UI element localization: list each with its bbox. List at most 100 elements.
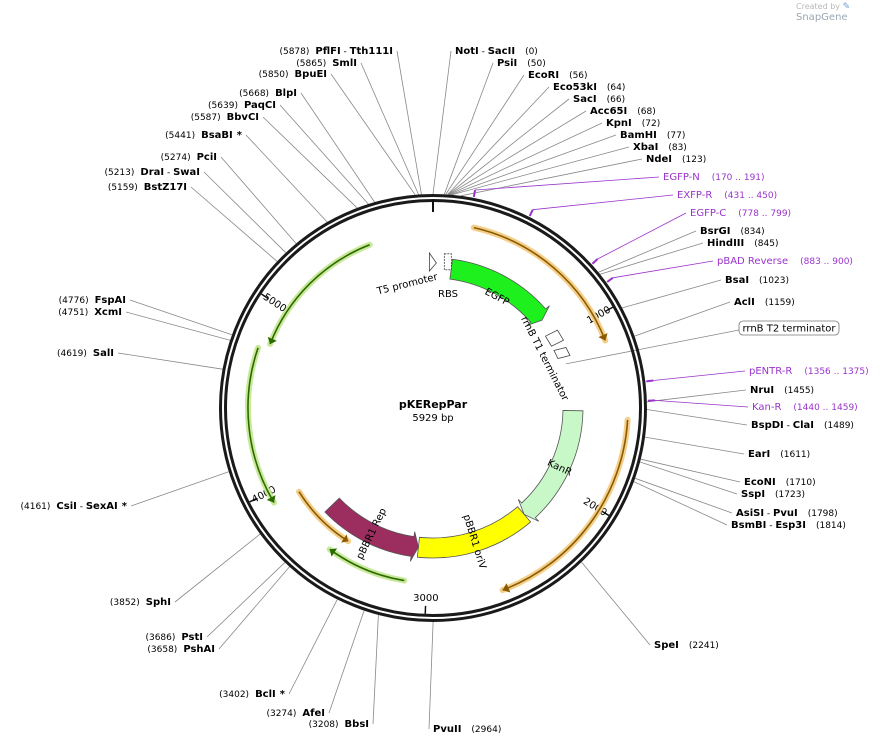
site-name: EcoRI bbox=[528, 70, 559, 81]
restriction-site[interactable]: PvuII(2964) bbox=[433, 724, 501, 735]
restriction-site[interactable]: EcoRI(56) bbox=[528, 70, 588, 81]
site-leader-line bbox=[646, 389, 747, 403]
restriction-site[interactable]: XbaI(83) bbox=[633, 142, 687, 153]
site-name: DraI bbox=[140, 167, 164, 178]
primer-leader-line bbox=[653, 370, 746, 381]
site-leader-line bbox=[190, 186, 278, 262]
site-label: (5587)BbvCI bbox=[191, 112, 259, 123]
primer[interactable]: pENTR-R(1356 .. 1375) bbox=[749, 366, 869, 377]
site-star: * bbox=[280, 689, 286, 700]
restriction-site[interactable]: (5668)BlpI bbox=[239, 88, 297, 99]
restriction-site[interactable]: (5441)BsaBI* bbox=[165, 130, 243, 141]
restriction-site[interactable]: NdeI(123) bbox=[646, 154, 706, 165]
restriction-site[interactable]: EarI(1611) bbox=[748, 449, 810, 460]
restriction-site[interactable]: Acc65I(68) bbox=[590, 106, 656, 117]
label-lines bbox=[117, 50, 749, 730]
orf-arc bbox=[298, 491, 349, 542]
primer[interactable]: EXFP-R(431 .. 450) bbox=[677, 190, 777, 201]
restriction-site[interactable]: (4751)XcmI bbox=[58, 307, 122, 318]
site-leader-line bbox=[174, 533, 261, 603]
primer-leader-line bbox=[654, 400, 749, 408]
site-position: (64) bbox=[607, 83, 625, 93]
restriction-site[interactable]: (5878)PflFI - Tth111I bbox=[279, 46, 393, 57]
restriction-site[interactable]: Eco53kI(64) bbox=[553, 82, 625, 93]
feature-egfp[interactable] bbox=[449, 258, 550, 326]
restriction-site[interactable]: BsaI(1023) bbox=[725, 275, 789, 286]
primer[interactable]: EGFP-N(170 .. 191) bbox=[663, 172, 765, 183]
site-position: (5668) bbox=[239, 89, 269, 99]
primer-label: pBAD Reverse(883 .. 900) bbox=[717, 256, 853, 267]
restriction-site[interactable]: BspDI - ClaI(1489) bbox=[751, 420, 854, 431]
site-label: BsaI(1023) bbox=[725, 275, 789, 286]
site-name2: ClaI bbox=[793, 420, 814, 431]
primer[interactable]: pBAD Reverse(883 .. 900) bbox=[717, 256, 853, 267]
restriction-site[interactable]: (4161)CsiI - SexAI* bbox=[20, 501, 127, 512]
tick-label: 3000 bbox=[413, 593, 438, 604]
primer-name: Kan-R bbox=[752, 402, 781, 413]
primer[interactable]: EGFP-C(778 .. 799) bbox=[690, 208, 791, 219]
site-leader-line bbox=[328, 610, 365, 714]
restriction-site[interactable]: (3208)BbsI bbox=[309, 719, 369, 730]
restriction-site[interactable]: PsiI(50) bbox=[497, 58, 546, 69]
restriction-site[interactable]: NotI - SacII(0) bbox=[455, 46, 538, 57]
site-leader-line bbox=[203, 171, 287, 253]
restriction-site[interactable]: (3658)PshAI bbox=[147, 644, 215, 655]
restriction-site[interactable]: EcoNI(1710) bbox=[744, 477, 816, 488]
restriction-site[interactable]: (4619)SalI bbox=[57, 348, 114, 359]
site-position: (1723) bbox=[775, 490, 805, 500]
feature-pbbr1-oriv[interactable] bbox=[416, 506, 532, 559]
restriction-site[interactable]: SacI(66) bbox=[573, 94, 625, 105]
feature-pbbr1-rep[interactable] bbox=[324, 497, 419, 562]
restriction-site[interactable]: SspI(1723) bbox=[741, 489, 805, 500]
restriction-site[interactable]: BsrGI(834) bbox=[700, 226, 765, 237]
site-name: BsaBI bbox=[201, 130, 233, 141]
site-leader-line bbox=[646, 409, 748, 426]
snapgene-logo-icon: ✎ bbox=[842, 2, 851, 12]
primer-mark bbox=[472, 189, 477, 198]
site-leader-line bbox=[445, 74, 525, 195]
site-position: (2241) bbox=[689, 641, 719, 651]
restriction-site[interactable]: (3686)PstI bbox=[145, 632, 203, 643]
site-name: PciI bbox=[197, 152, 217, 163]
restriction-site[interactable]: (5274)PciI bbox=[161, 152, 217, 163]
primer-mark bbox=[591, 258, 599, 265]
site-label: BamHI(77) bbox=[620, 130, 685, 141]
restriction-site[interactable]: HindIII(845) bbox=[707, 238, 778, 249]
site-leader-line bbox=[443, 62, 494, 195]
site-position: (0) bbox=[525, 47, 538, 57]
site-name: XbaI bbox=[633, 142, 658, 153]
restriction-site[interactable]: AsiSI - PvuI(1798) bbox=[736, 508, 838, 519]
primer-mark bbox=[606, 276, 614, 283]
site-leader-line bbox=[598, 230, 697, 273]
restriction-site[interactable]: (5639)PaqCI bbox=[208, 100, 276, 111]
restriction-site[interactable]: (5850)BpuEI bbox=[259, 69, 327, 80]
restriction-site[interactable]: (5587)BbvCI bbox=[191, 112, 259, 123]
restriction-site[interactable]: (3274)AfeI bbox=[266, 708, 325, 719]
site-name: NotI bbox=[455, 46, 479, 57]
restriction-site[interactable]: (5213)DraI - SwaI bbox=[104, 167, 200, 178]
site-leader-line bbox=[599, 242, 704, 275]
site-leader-line bbox=[360, 62, 419, 195]
site-name: SacI bbox=[573, 94, 597, 105]
site-label: EcoRI(56) bbox=[528, 70, 588, 81]
site-leader-line bbox=[639, 461, 738, 495]
restriction-site[interactable]: (4776)FspAI bbox=[59, 295, 126, 306]
site-position: (1611) bbox=[780, 450, 810, 460]
site-label: Acc65I(68) bbox=[590, 106, 656, 117]
site-leader-line bbox=[372, 614, 379, 725]
restriction-site[interactable]: NruI(1455) bbox=[750, 385, 814, 396]
restriction-site[interactable]: (5865)SmlI bbox=[296, 58, 357, 69]
restriction-site[interactable]: AclI(1159) bbox=[734, 297, 795, 308]
restriction-site[interactable]: SpeI(2241) bbox=[654, 640, 719, 651]
restriction-site[interactable]: BamHI(77) bbox=[620, 130, 685, 141]
restriction-site[interactable]: (5159)BstZ17I bbox=[108, 182, 187, 193]
primer[interactable]: Kan-R(1440 .. 1459) bbox=[752, 402, 858, 413]
restriction-site[interactable]: (3402)BclI* bbox=[219, 689, 286, 700]
restriction-site[interactable]: BsmBI - Esp3I(1814) bbox=[731, 520, 846, 531]
site-position: (3208) bbox=[309, 720, 339, 730]
restriction-site[interactable]: KpnI(72) bbox=[606, 118, 660, 129]
boxed-feature-label[interactable]: rrnB T2 terminator bbox=[738, 320, 840, 336]
site-name: SmlI bbox=[332, 58, 357, 69]
orf-arc bbox=[247, 347, 275, 504]
restriction-site[interactable]: (3852)SphI bbox=[110, 597, 171, 608]
